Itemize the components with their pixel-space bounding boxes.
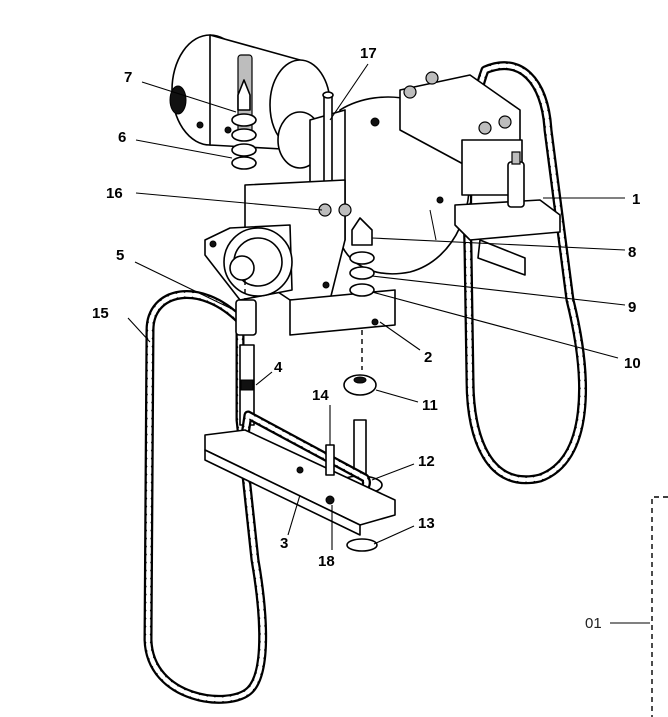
washer-stack-left: [231, 79, 257, 170]
callout-14: 14: [312, 387, 329, 404]
callout-16: 16: [106, 185, 123, 202]
left-drive-chain: [143, 290, 268, 704]
callout-5: 5: [116, 247, 124, 264]
callout-17: 17: [360, 45, 377, 62]
bushing-11: [343, 374, 377, 396]
assembly-frame: [651, 496, 668, 717]
right-support-plate: [454, 151, 561, 276]
callout-15: 15: [92, 305, 109, 322]
assembly-label: 01: [585, 615, 602, 632]
washer-stack-right: [349, 217, 375, 297]
callout-8: 8: [628, 244, 636, 261]
base-plate: [204, 429, 396, 536]
callout-1: 1: [632, 191, 640, 208]
washer-13: [346, 538, 378, 552]
callout-13: 13: [418, 515, 435, 532]
callout-4: 4: [274, 359, 283, 376]
lower-left-shaft: [235, 299, 257, 426]
callout-7: 7: [124, 69, 132, 86]
callout-9: 9: [628, 299, 636, 316]
callout-12: 12: [418, 453, 435, 470]
callout-6: 6: [118, 129, 126, 146]
leader-lines: [127, 63, 650, 624]
callout-2: 2: [424, 349, 432, 366]
callout-18: 18: [318, 553, 335, 570]
callout-10: 10: [624, 355, 641, 372]
upper-sprocket: [204, 224, 293, 301]
callout-3: 3: [280, 535, 288, 552]
callout-11: 11: [422, 397, 438, 414]
